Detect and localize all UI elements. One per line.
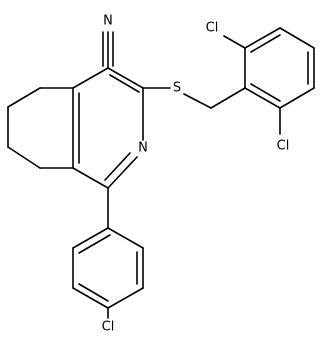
bond xyxy=(183,93,212,109)
chlorine-label-middle: Cl xyxy=(277,139,290,154)
bond xyxy=(250,34,281,53)
bond xyxy=(244,27,281,49)
sulfur-label: S xyxy=(173,81,181,96)
bond xyxy=(107,67,144,89)
bond xyxy=(72,167,109,189)
nitrile-bonds xyxy=(102,31,114,69)
bond xyxy=(107,227,144,249)
bond xyxy=(104,152,131,181)
bond xyxy=(109,74,140,93)
pyridine-ring-bonds xyxy=(72,67,144,189)
bond xyxy=(279,27,315,49)
ring-nitrogen-label: N xyxy=(138,141,148,156)
bond xyxy=(107,156,138,189)
thioether-linker-bonds xyxy=(142,87,246,109)
aryl-chlorine-bonds xyxy=(223,35,281,135)
bond xyxy=(7,146,41,169)
bond xyxy=(210,87,246,109)
nitrile-nitrogen-label: N xyxy=(103,14,113,29)
bond xyxy=(250,83,281,102)
dichlorophenyl-ring-bonds xyxy=(244,27,315,109)
chlorine-label-bottom: Cl xyxy=(102,320,115,335)
bond xyxy=(244,87,281,109)
bond xyxy=(223,35,246,49)
bond xyxy=(78,283,109,302)
bond xyxy=(279,87,315,109)
bond xyxy=(72,227,109,249)
bond xyxy=(72,67,109,89)
bond xyxy=(107,287,144,309)
bond xyxy=(72,287,109,309)
chlorophenyl-ring-bonds xyxy=(72,187,144,319)
bond xyxy=(7,87,41,108)
atom-labels: N N S Cl Cl Cl xyxy=(102,14,290,335)
bond xyxy=(78,234,111,254)
chlorine-label-upper: Cl xyxy=(206,21,219,36)
cyclohexane-ring-bonds xyxy=(7,87,74,169)
